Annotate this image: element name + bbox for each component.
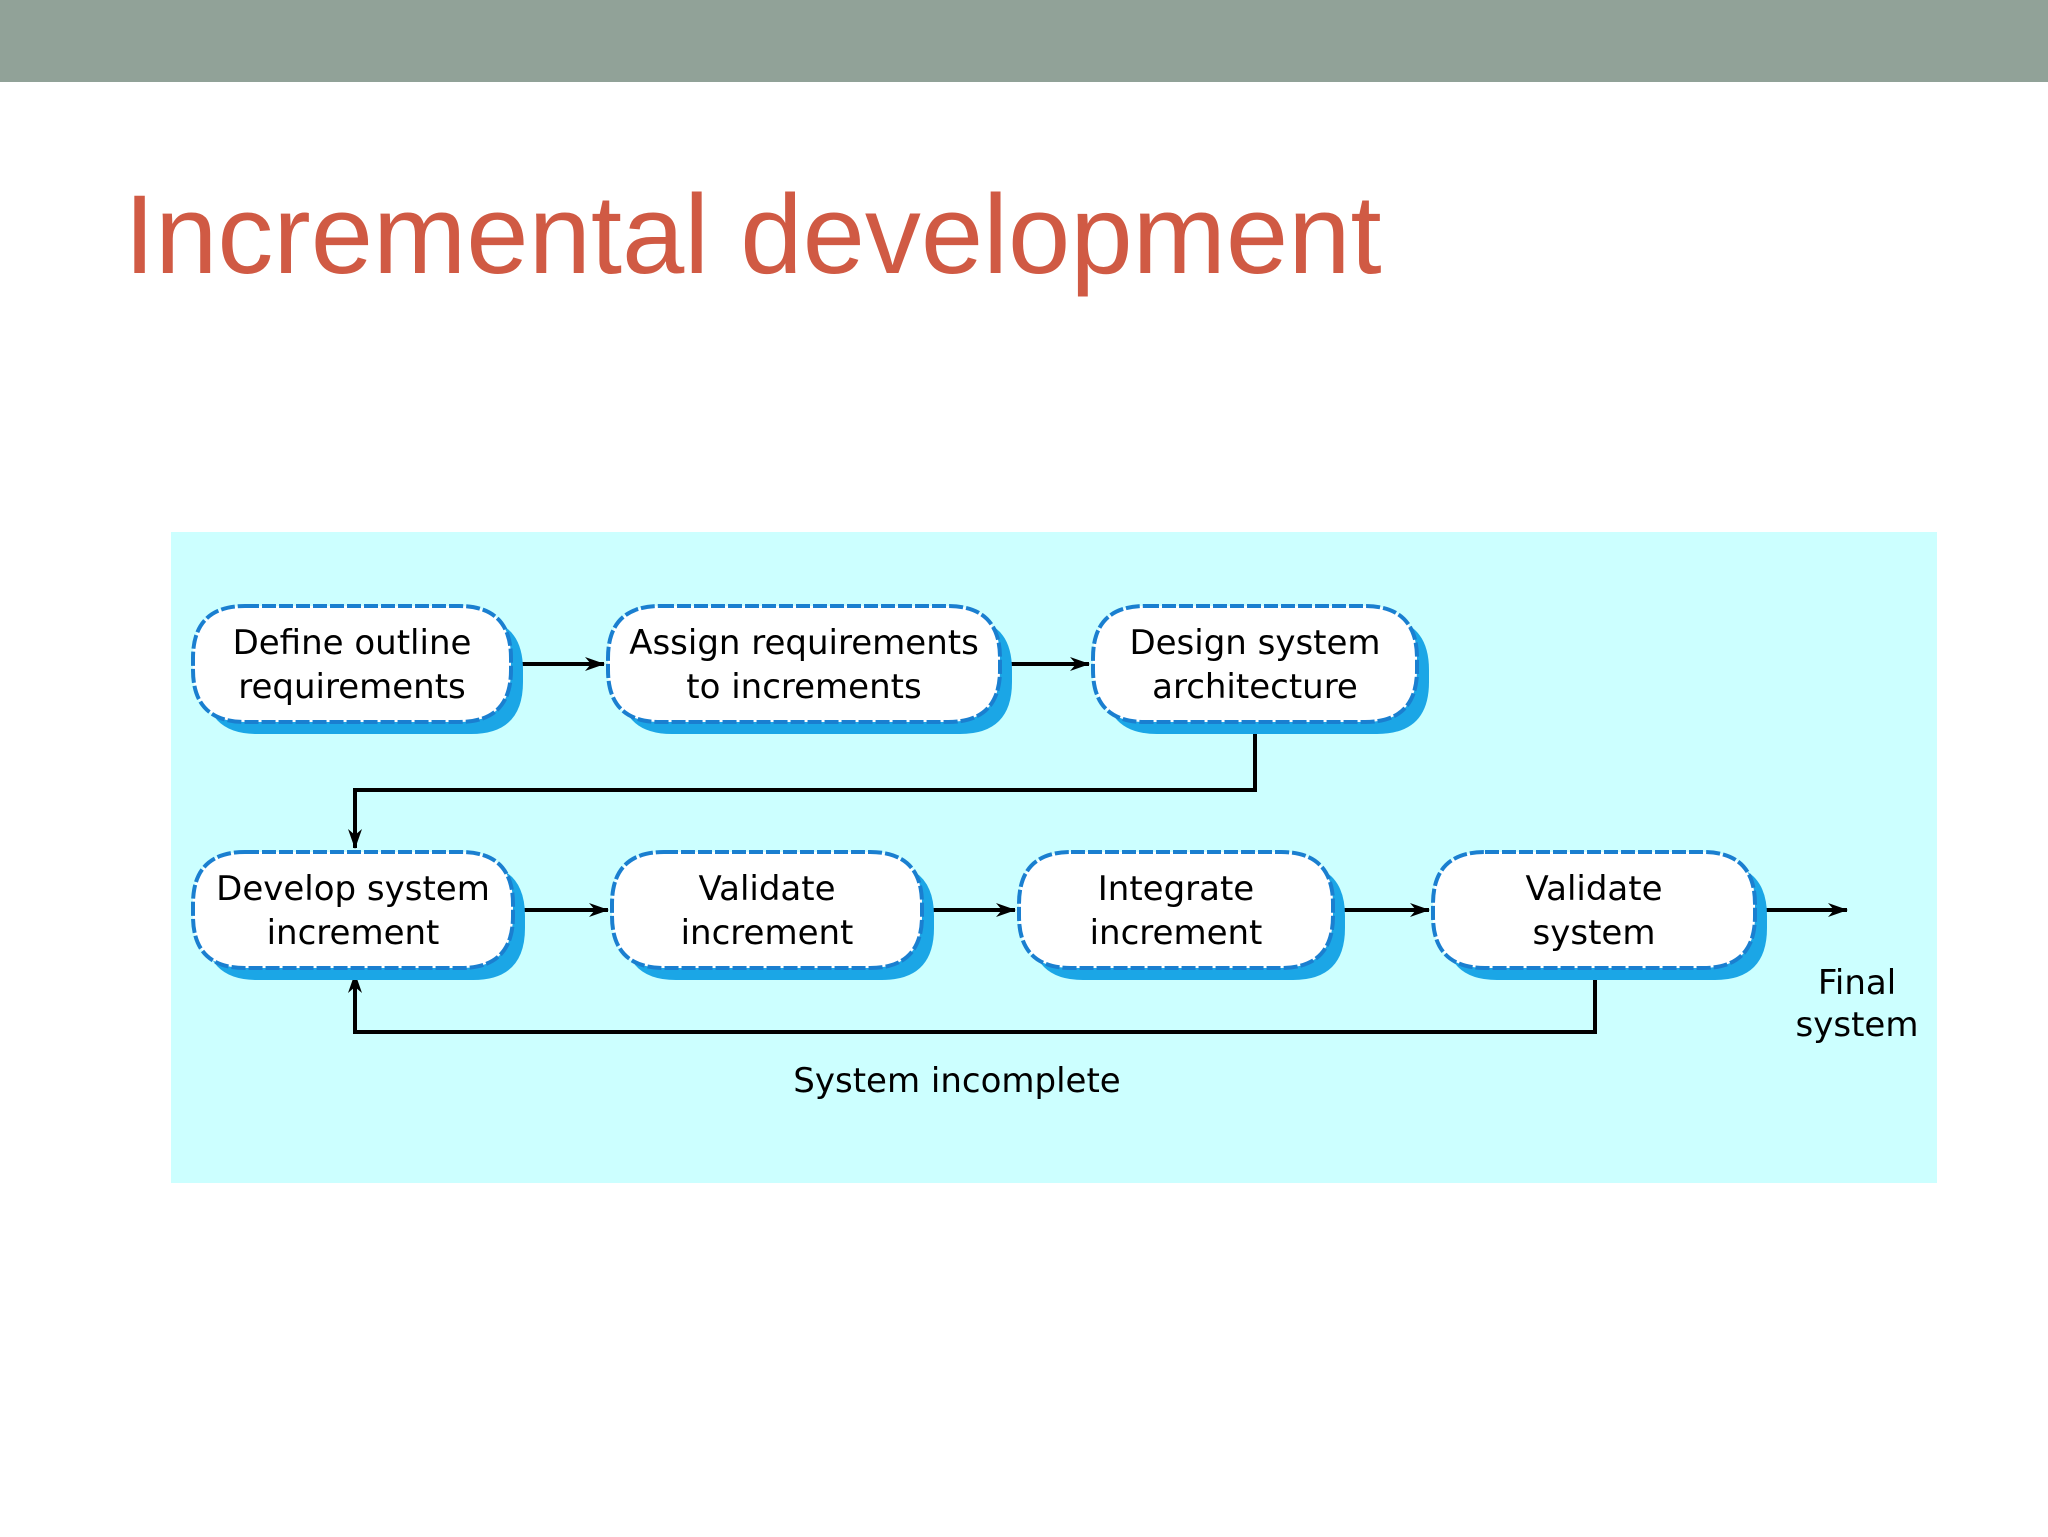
final-system-label: Final <box>1818 963 1896 1003</box>
node-label: Define outline <box>233 623 472 663</box>
node-box <box>1431 850 1757 970</box>
node-label: system <box>1533 913 1656 953</box>
node-box <box>606 604 1002 724</box>
node-label: requirements <box>238 667 466 707</box>
node-box <box>1091 604 1419 724</box>
node-box <box>610 850 924 970</box>
node-label: Validate <box>1525 869 1662 909</box>
system-incomplete-label: System incomplete <box>793 1061 1120 1101</box>
node-label: Validate <box>698 869 835 909</box>
node-label: increment <box>267 913 440 953</box>
node-label: increment <box>1090 913 1263 953</box>
node-box <box>191 850 515 970</box>
node-label: increment <box>681 913 854 953</box>
node-box <box>1017 850 1335 970</box>
node-label: Develop system <box>216 869 490 909</box>
node-label: architecture <box>1152 667 1358 707</box>
node-label: Assign requirements <box>629 623 979 663</box>
final-system-label: system <box>1796 1005 1919 1045</box>
edge-validate-sys-to-develop <box>348 968 1597 1034</box>
node-box <box>191 604 513 724</box>
slide-title: Incremental development <box>124 172 1382 297</box>
node-label: to increments <box>686 667 921 707</box>
node-label: Design system <box>1129 623 1380 663</box>
edge-design-to-develop <box>348 722 1257 849</box>
top-bar <box>0 0 2048 82</box>
node-label: Integrate <box>1098 869 1254 909</box>
